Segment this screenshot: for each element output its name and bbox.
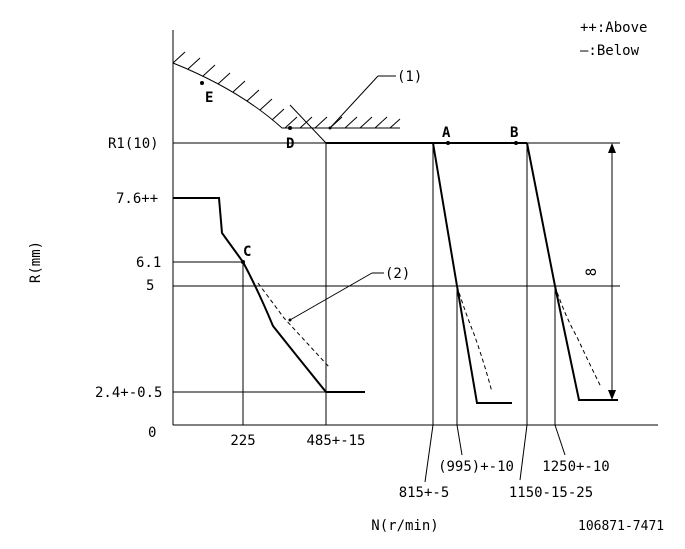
x-tick-1250: 1250+-10 [542,459,609,475]
y-tick-6-1: 6.1 [136,255,161,271]
point-c-marker [241,260,245,264]
y-tick-0: 0 [148,425,156,441]
dashed-curve-b [554,285,602,388]
dashed-curve-a [456,285,493,393]
x-tick-485: 485+-15 [306,433,365,449]
point-b-marker [514,141,518,145]
stopper-hatching [172,51,401,129]
dashed-curve-lower [257,282,331,369]
x-axis-title: N(r/min) [371,518,438,534]
legend-above: ++:Above [580,20,647,36]
point-e-label: E [205,90,213,106]
x-tick-1150: 1150-15-25 [509,485,593,501]
y-tick-2-4: 2.4+-0.5 [95,385,162,401]
y-axis-title: R(mm) [28,241,44,283]
upper-characteristic-curve [289,104,618,404]
callout-1-label: (1) [397,69,422,85]
point-a-label: A [442,125,451,141]
point-e-marker [200,81,204,85]
point-d-label: D [286,136,294,152]
x-tick-225: 225 [230,433,255,449]
x-tick-815: 815+-5 [399,485,450,501]
point-a-marker [446,141,450,145]
leader-1150 [519,424,528,481]
leader-995 [456,424,463,456]
point-b-label: B [510,125,518,141]
leader-1250 [554,424,566,456]
lower-characteristic-curve [173,197,365,393]
callout-1-leader [329,75,379,129]
callout-2-label: (2) [385,266,410,282]
dimension-arrow [608,143,616,400]
callout-2-dot [288,318,292,322]
legend-below: —:Below [580,43,640,59]
callout-1-dot [328,126,332,130]
y-tick-5: 5 [146,278,154,294]
callout-2-leader [289,272,373,321]
leader-815 [424,424,434,483]
point-d-marker [288,126,292,130]
dimension-label: 8 [584,268,600,276]
x-tick-995: (995)+-10 [438,459,514,475]
drawing-number: 106871-7471 [578,519,664,534]
y-tick-7-6: 7.6++ [116,191,158,207]
y-tick-r1: R1(10) [108,136,159,152]
point-c-label: C [243,244,251,260]
